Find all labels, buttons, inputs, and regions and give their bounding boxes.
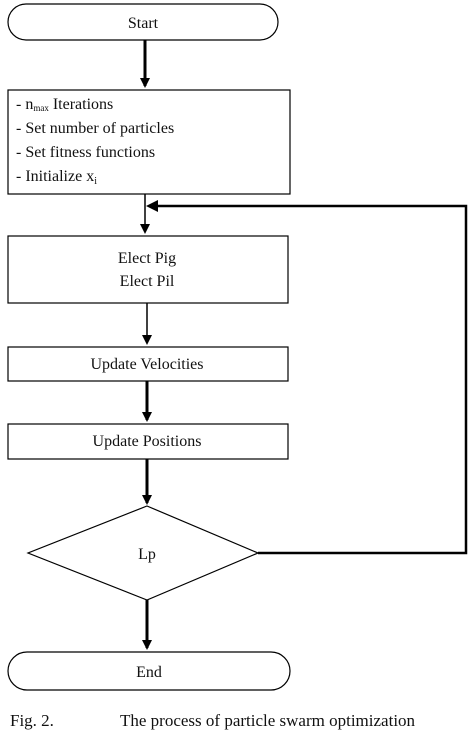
elect-pil-label: Elect Pil (120, 273, 175, 290)
init-iterations-text: Iterations (49, 96, 113, 113)
init-nmax-sub: max (33, 103, 49, 113)
elect-box (7, 235, 289, 304)
init-line-fitness: - Set fitness functions (16, 144, 155, 161)
loop-back-arrowhead (146, 200, 158, 212)
decision-label: Lp (138, 546, 156, 563)
update-velocities-label: Update Velocities (90, 356, 203, 373)
init-line-particles: - Set number of particles (16, 120, 174, 137)
init-box (7, 89, 291, 195)
elect-pig-label: Elect Pig (118, 250, 176, 267)
figure-caption-text: The process of particle swarm optimizati… (120, 711, 416, 730)
end-label: End (136, 664, 162, 681)
update-velocities-box (7, 346, 289, 382)
update-positions-box (7, 423, 289, 460)
update-positions-label: Update Positions (93, 433, 202, 450)
init-line-iterations: - nmax Iterations (16, 96, 113, 113)
start-label: Start (128, 15, 159, 32)
init-line-initialize: - Initialize xi (16, 168, 97, 187)
init-nmax-symbol: n (25, 96, 33, 113)
start-terminator (7, 3, 279, 41)
figure-label: Fig. 2. (10, 711, 54, 730)
loop-back-line (150, 204, 468, 555)
init-xi-sub: i (94, 176, 97, 187)
end-terminator (7, 651, 291, 691)
figure-caption: Fig. 2. The process of particle swarm opt… (10, 711, 470, 731)
